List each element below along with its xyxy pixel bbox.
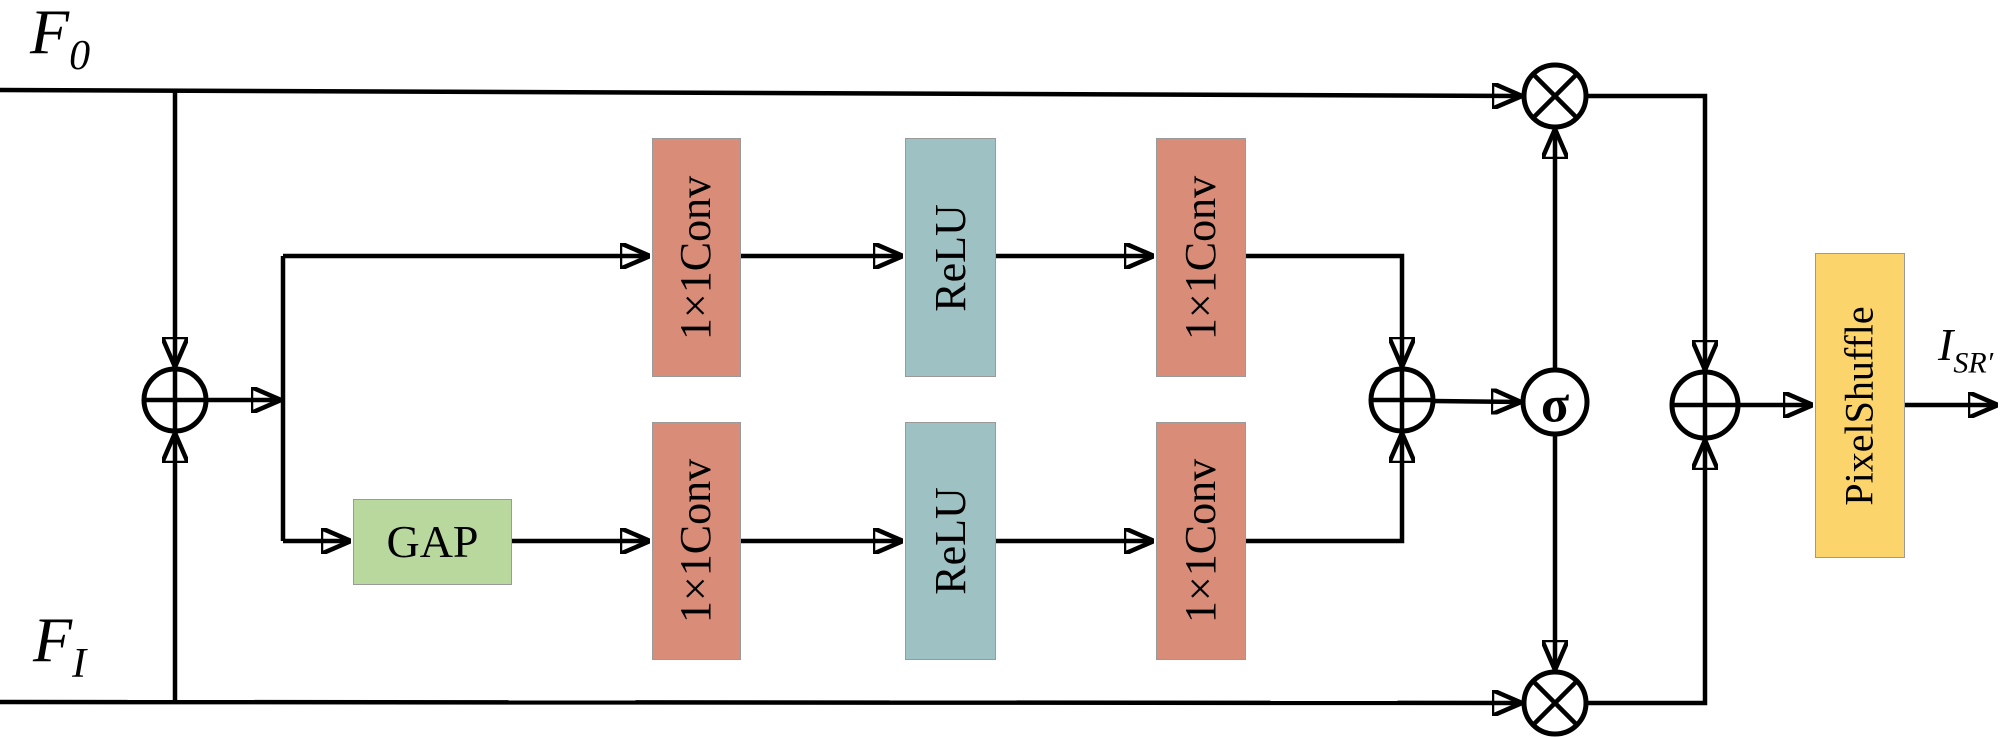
merge-sigma-line	[1432, 401, 1521, 402]
conv-block-bottom-1: 1×1Conv	[652, 422, 741, 660]
relu-block-label: ReLU	[925, 203, 975, 312]
add-node-left	[141, 366, 209, 434]
fi-subscript: I	[72, 640, 87, 687]
sigmoid-node: σ	[1520, 367, 1590, 437]
input-label-f0: F0	[30, 0, 90, 77]
f0-skip-line	[0, 90, 1522, 96]
conv-block-label: 1×1Conv	[671, 458, 721, 624]
add-node-right	[1669, 369, 1741, 441]
pixelshuffle-block: PixelShuffle	[1815, 253, 1905, 558]
top-mult-out-line	[1586, 93, 1705, 370]
f0-subscript: 0	[69, 32, 91, 79]
bottom-branch-out-line	[1246, 433, 1402, 544]
conv-block-label: 1×1Conv	[1176, 458, 1226, 624]
gap-block: GAP	[353, 499, 512, 585]
multiply-node-top	[1521, 62, 1589, 130]
fi-base: F	[33, 604, 73, 675]
isr-subscript: SR′	[1953, 346, 1994, 380]
input-label-fi: FI	[33, 608, 86, 685]
conv-block-top-2: 1×1Conv	[1156, 138, 1246, 377]
relu-block-label: ReLU	[925, 487, 975, 595]
fi-skip-line	[0, 702, 1522, 703]
multiply-node-bottom	[1521, 669, 1589, 737]
relu-block-top: ReLU	[905, 138, 996, 377]
conv-block-top-1: 1×1Conv	[652, 138, 741, 377]
relu-block-bottom: ReLU	[905, 422, 996, 660]
pixelshuffle-block-label: PixelShuffle	[1837, 305, 1883, 506]
bottom-mult-out-line	[1586, 440, 1705, 706]
f0-base: F	[30, 0, 70, 67]
gap-block-label: GAP	[386, 516, 479, 567]
isr-base: I	[1938, 319, 1954, 370]
conv-block-bottom-2: 1×1Conv	[1156, 422, 1246, 660]
conv-block-label: 1×1Conv	[1176, 175, 1226, 340]
add-node-merge	[1368, 366, 1436, 434]
conv-block-label: 1×1Conv	[671, 175, 721, 340]
top-branch-out-line	[1246, 253, 1402, 367]
output-label-isr: ISR′	[1938, 322, 1993, 379]
sigmoid-symbol: σ	[1541, 377, 1569, 434]
